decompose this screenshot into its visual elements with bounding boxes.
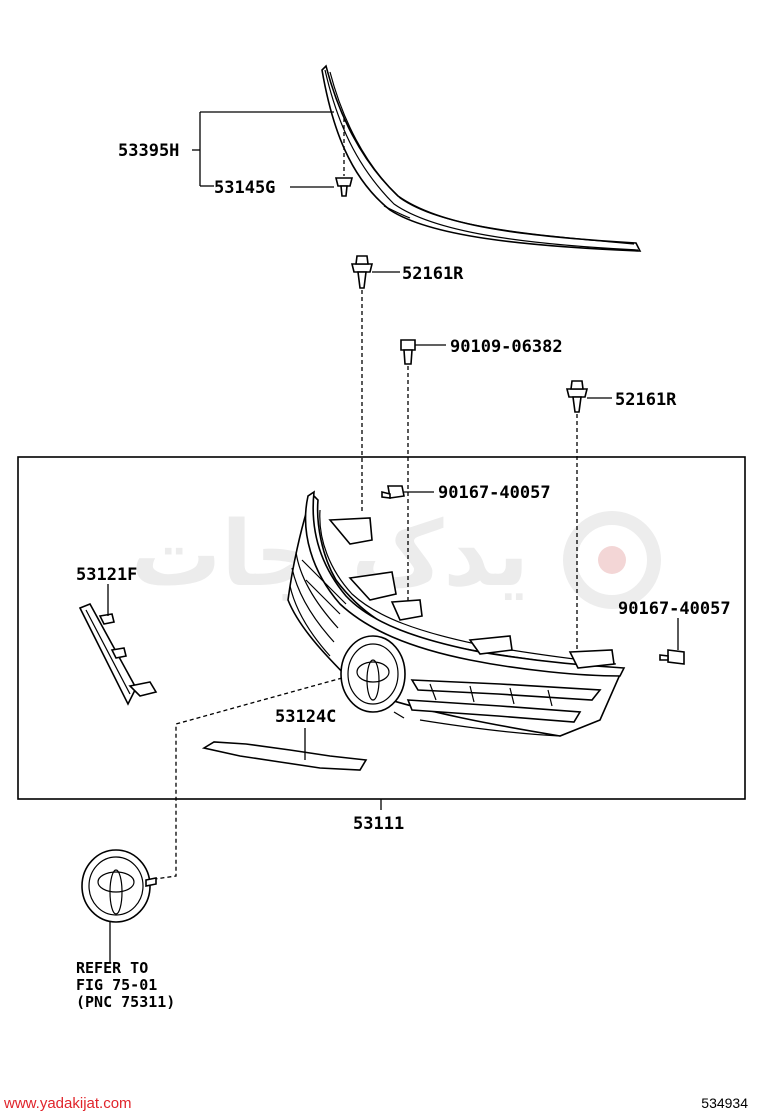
clip-52161r-right[interactable] xyxy=(565,380,612,654)
clip-52161r-upper[interactable] xyxy=(350,255,400,512)
upper-molding-strip[interactable] xyxy=(321,64,642,252)
callout-53145g: 53145G xyxy=(214,178,275,198)
screw-90167-40057-upper[interactable] xyxy=(381,485,434,499)
callout-90167-40057-right: 90167-40057 xyxy=(618,599,731,619)
lower-molding-53124c[interactable] xyxy=(201,728,368,771)
diagram-code: 534934 xyxy=(701,1095,748,1111)
reference-line-3: (PNC 75311) xyxy=(76,993,175,1011)
clip-53145g[interactable] xyxy=(334,118,354,197)
radiator-grille-assembly[interactable] xyxy=(287,490,626,737)
screw-90167-40057-right[interactable] xyxy=(659,618,685,665)
kit-bracket-lines xyxy=(192,111,334,188)
reference-line-2: FIG 75-01 xyxy=(76,976,157,994)
callout-53111: 53111 xyxy=(353,814,404,834)
front-emblem[interactable] xyxy=(81,849,157,962)
callout-53395h: 53395H xyxy=(118,141,179,161)
bracket-53121f[interactable] xyxy=(78,584,158,706)
callout-53124c: 53124C xyxy=(275,707,336,727)
emblem-link-line xyxy=(147,677,343,881)
callout-52161r-right: 52161R xyxy=(615,390,677,410)
callout-52161r-upper: 52161R xyxy=(402,264,464,284)
callout-90167-40057-upper: 90167-40057 xyxy=(438,483,551,503)
watermark-gear-icon xyxy=(563,511,661,609)
reference-line-1: REFER TO xyxy=(76,959,148,977)
watermark-gear-hub xyxy=(598,546,626,574)
bolt-90109-06382[interactable] xyxy=(400,339,446,604)
callout-53121f: 53121F xyxy=(76,565,137,585)
website-link[interactable]: www.yadakijat.com xyxy=(3,1095,132,1112)
callout-90109-06382: 90109-06382 xyxy=(450,337,563,357)
